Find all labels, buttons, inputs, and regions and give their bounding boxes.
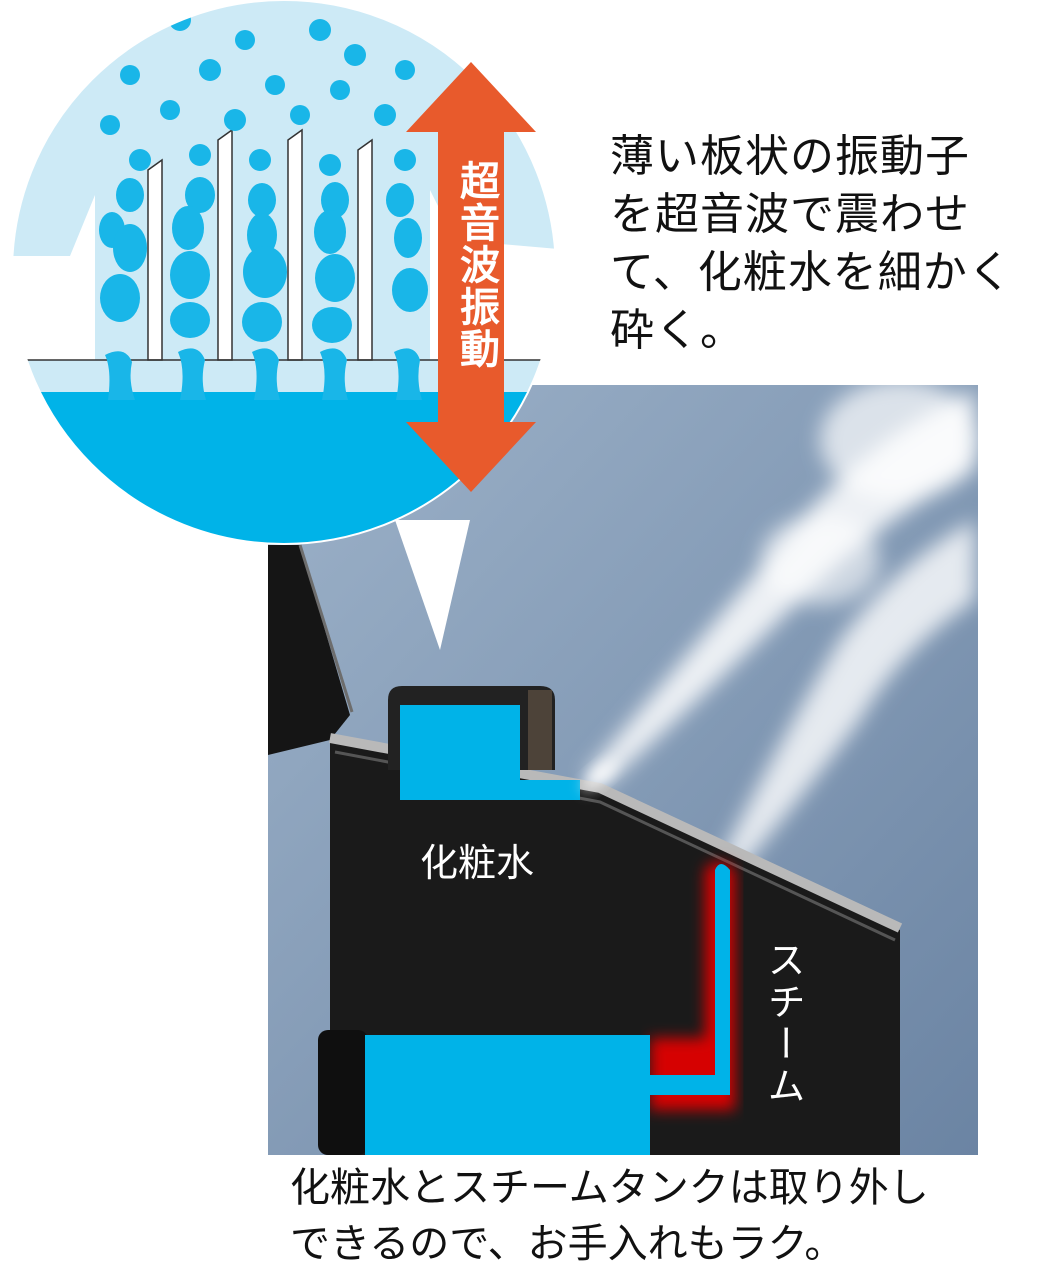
steam-plume <box>585 385 978 870</box>
photo-area <box>268 385 978 1155</box>
device-lid <box>268 545 350 755</box>
heat-glow <box>650 862 735 1110</box>
lotion-tank <box>400 705 580 800</box>
droplets <box>99 9 428 400</box>
steam-pipe <box>650 864 730 1095</box>
vibrator-plates <box>147 128 373 361</box>
callout-pointer <box>395 520 470 650</box>
steam-tank <box>365 1035 650 1155</box>
vibration-label: 超音波振動 <box>453 160 499 370</box>
steam-tank-label: スチーム <box>761 940 805 1108</box>
description-text: 薄い板状の振動子 を超音波で震わせ て、化粧水を細かく 砕く。 <box>610 131 1013 356</box>
caption-text: 化粧水とスチームタンクは取り外し できるので、お手入れもラク。 <box>290 1165 929 1267</box>
lotion-tank-label: 化粧水 <box>420 841 535 885</box>
vibration-arrow <box>406 62 536 492</box>
